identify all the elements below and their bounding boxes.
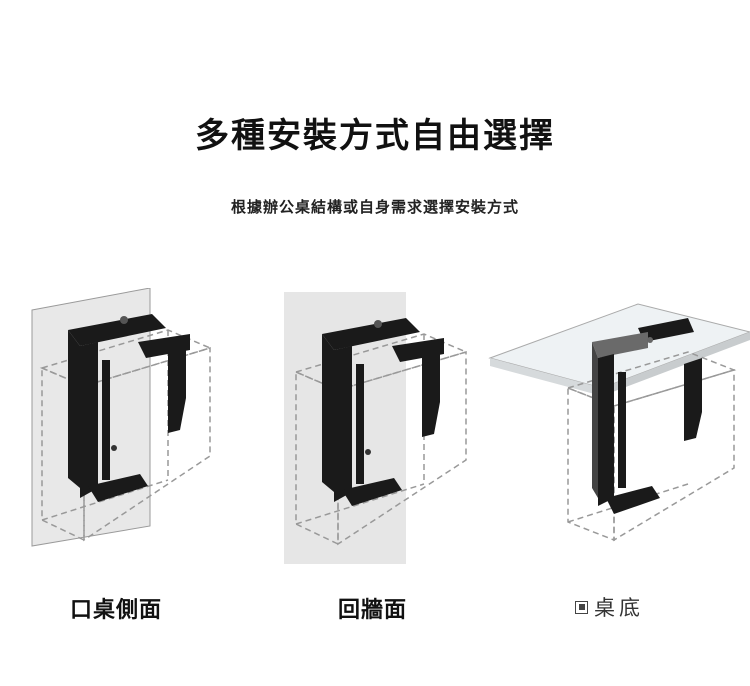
bracket-under-desk-illustration [488,288,750,568]
caption-side-mount: 口桌側面 [70,598,163,623]
bracket-side-mount-illustration [28,288,218,568]
square-marker-icon [575,600,588,614]
page-title: 多種安裝方式自由選擇 [195,116,555,156]
page-subtitle: 根據辦公桌結構或自身需求選擇安裝方式 [230,198,519,216]
caption-wall-mount: 回牆面 [338,598,408,623]
caption-under-desk: 桌底 [575,592,644,622]
caption-under-desk-label: 桌底 [594,596,644,620]
bracket-wall-mount-illustration [282,288,472,568]
